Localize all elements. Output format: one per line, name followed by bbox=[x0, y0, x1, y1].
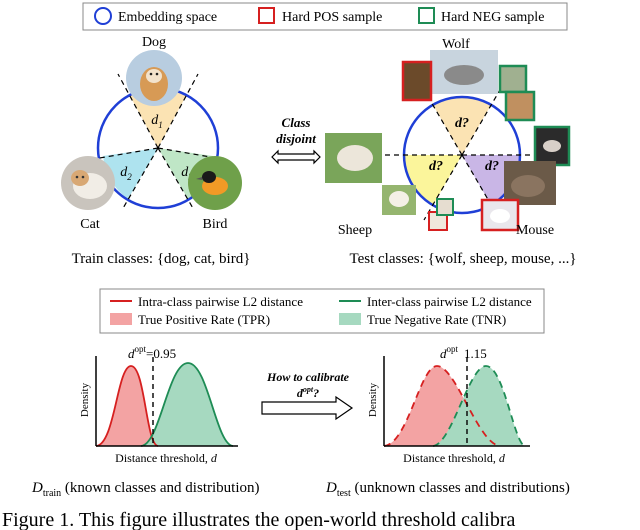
top-legend-box bbox=[82, 2, 568, 31]
wolf-hard-neg-photo-2 bbox=[504, 90, 536, 122]
svg-text:Distance threshold, d: Distance threshold, d bbox=[115, 451, 218, 465]
svg-text:d2: d2 bbox=[120, 165, 132, 182]
left-x-label: Distance threshold, bbox=[115, 451, 208, 465]
left-dopt-value: =0.95 bbox=[146, 346, 176, 361]
right-dopt-sup: opt bbox=[447, 344, 459, 354]
mouse-hard-pos-photo bbox=[480, 198, 520, 232]
disjoint-label: disjoint bbox=[276, 131, 316, 146]
right-dopt-var: d bbox=[440, 346, 447, 361]
train-caption-var: D bbox=[31, 480, 43, 496]
d1-label: d bbox=[151, 113, 159, 128]
svg-text:Dtrain (known classes and dist: Dtrain (known classes and distribution) bbox=[31, 480, 259, 499]
wolf-sector bbox=[433, 97, 491, 155]
svg-text:d1: d1 bbox=[151, 113, 163, 130]
train-caption-rest: (known classes and distribution) bbox=[61, 480, 259, 496]
svg-text:Dtest (unknown classes and dis: Dtest (unknown classes and distributions… bbox=[325, 480, 570, 499]
cat-label: Cat bbox=[80, 217, 100, 232]
class-label: Class bbox=[282, 115, 311, 130]
embedding-legend-icon bbox=[94, 7, 112, 25]
double-arrow bbox=[271, 149, 321, 165]
hard-neg-legend-label: Hard NEG sample bbox=[441, 10, 544, 25]
test-caption: Test classes: {wolf, sheep, mouse, ...} bbox=[349, 251, 576, 267]
intra-curve bbox=[95, 365, 159, 447]
hard-pos-legend-label: Hard POS sample bbox=[282, 10, 382, 25]
bottom-legend-box bbox=[99, 288, 545, 334]
tpr-legend-swatch bbox=[110, 313, 132, 325]
train-embedding: d1 d2 d3 Dog Cat Bird Train classes: {do… bbox=[61, 35, 250, 267]
d3-label: d bbox=[181, 165, 189, 180]
embedding-legend-label: Embedding space bbox=[118, 10, 217, 25]
train-density-plot: dopt=0.95 Density Distance threshold, d bbox=[79, 344, 238, 465]
sheep-dq-label: d? bbox=[429, 159, 443, 174]
left-x-var: d bbox=[211, 451, 218, 465]
right-x-label: Distance threshold, bbox=[403, 451, 496, 465]
svg-text:Distance threshold, d: Distance threshold, d bbox=[403, 451, 506, 465]
calibrate-arrow bbox=[261, 395, 354, 421]
right-x-var: d bbox=[499, 451, 506, 465]
tnr-area bbox=[141, 363, 233, 446]
sheep-hard-neg-photo bbox=[436, 198, 454, 216]
figure-caption: Figure 1. This figure illustrates the op… bbox=[2, 509, 516, 530]
calibrate-var: d bbox=[297, 386, 304, 400]
inter-curve bbox=[140, 362, 234, 447]
dog-label: Dog bbox=[142, 35, 166, 50]
tnr-legend-swatch bbox=[339, 313, 361, 325]
tpr-area bbox=[96, 366, 158, 446]
wolf-label: Wolf bbox=[442, 37, 470, 52]
d1-sub: 1 bbox=[158, 120, 163, 130]
sheep-label: Sheep bbox=[338, 223, 372, 238]
bird-label: Bird bbox=[203, 217, 228, 232]
calibrate-sup: opt bbox=[303, 385, 314, 394]
d2-label: d bbox=[120, 165, 128, 180]
wolf-hard-pos-photo bbox=[401, 60, 433, 102]
svg-text:dopt?: dopt? bbox=[297, 385, 319, 400]
calibrate-end: ? bbox=[313, 386, 319, 400]
intra-legend-label: Intra-class pairwise L2 distance bbox=[138, 294, 303, 309]
mouse-label: Mouse bbox=[516, 223, 554, 238]
test-tnr-area bbox=[433, 366, 525, 446]
left-dopt-sup: opt bbox=[135, 344, 147, 354]
left-dopt-var: d bbox=[128, 346, 135, 361]
wolf-dq-label: d? bbox=[455, 116, 469, 131]
inter-legend-label: Inter-class pairwise L2 distance bbox=[367, 294, 532, 309]
tnr-legend-label: True Negative Rate (TNR) bbox=[367, 312, 506, 327]
test-caption-var: D bbox=[325, 480, 337, 496]
test-caption-rest: (unknown classes and distributions) bbox=[351, 480, 570, 496]
test-intra-curve bbox=[383, 365, 501, 447]
wolf-hard-neg-photo-1 bbox=[498, 64, 528, 94]
train-caption: Train classes: {dog, cat, bird} bbox=[72, 251, 251, 267]
right-dopt-value: 1.15 bbox=[464, 346, 487, 361]
test-inter-curve bbox=[432, 365, 526, 447]
d2-sub: 2 bbox=[127, 172, 132, 182]
tpr-legend-label: True Positive Rate (TPR) bbox=[138, 312, 270, 327]
train-caption-sub: train bbox=[43, 488, 61, 499]
mouse-dq-label: d? bbox=[485, 159, 499, 174]
cat-sector bbox=[103, 148, 158, 199]
test-caption-sub: test bbox=[337, 488, 351, 499]
calibrate-question-line1: How to calibrate bbox=[266, 370, 350, 384]
test-embedding: d? d? d? Wolf Sheep Mouse Test classes: … bbox=[325, 37, 577, 267]
right-y-label: Density bbox=[367, 382, 379, 417]
svg-text:dopt=0.95: dopt=0.95 bbox=[128, 344, 176, 361]
left-y-label: Density bbox=[79, 382, 91, 417]
hard-neg-legend-icon bbox=[418, 7, 435, 24]
hard-pos-legend-icon bbox=[258, 7, 275, 24]
